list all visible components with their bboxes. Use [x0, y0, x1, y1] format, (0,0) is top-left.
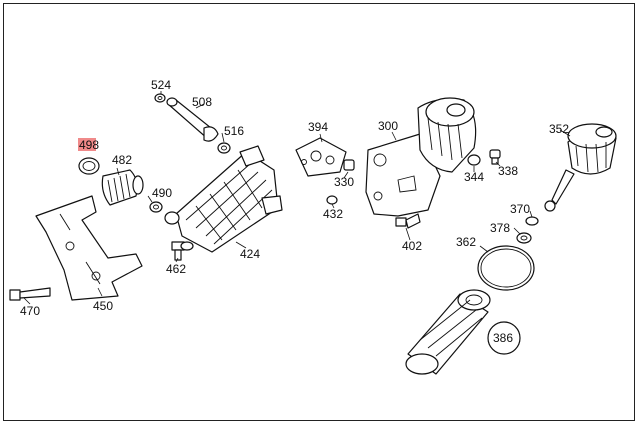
part-344-plug[interactable] — [467, 154, 481, 166]
part-490-washer[interactable] — [149, 201, 163, 213]
label-394: 394 — [308, 120, 328, 134]
part-498-oring[interactable] — [78, 157, 100, 175]
part-470-bolt[interactable] — [9, 287, 51, 301]
label-508: 508 — [192, 95, 212, 109]
part-516-ring[interactable] — [217, 142, 231, 154]
label-402: 402 — [402, 239, 422, 253]
label-470: 470 — [20, 304, 40, 318]
label-370: 370 — [510, 202, 530, 216]
part-432-plug[interactable] — [326, 195, 338, 205]
part-378-ring[interactable] — [516, 232, 532, 244]
part-352-filter-cap[interactable] — [544, 123, 617, 212]
label-524: 524 — [151, 78, 171, 92]
part-362-oring[interactable] — [477, 245, 535, 291]
label-498: 498 — [79, 138, 99, 152]
part-524-ring[interactable] — [154, 93, 166, 103]
label-362: 362 — [456, 235, 476, 249]
part-300-filter-housing[interactable] — [365, 97, 477, 217]
part-402-sensor[interactable] — [395, 213, 421, 229]
label-490: 490 — [152, 186, 172, 200]
part-424-oil-cooler[interactable] — [164, 145, 283, 253]
label-378: 378 — [490, 221, 510, 235]
label-338: 338 — [498, 164, 518, 178]
part-330-sleeve[interactable] — [343, 159, 355, 171]
label-482: 482 — [112, 153, 132, 167]
label-498-highlight — [78, 138, 96, 151]
part-370-ring[interactable] — [525, 216, 539, 226]
part-338-screw[interactable] — [489, 149, 501, 165]
label-432: 432 — [323, 207, 343, 221]
label-344: 344 — [464, 170, 484, 184]
part-386-filter-element[interactable] — [405, 289, 491, 375]
label-450: 450 — [93, 299, 113, 313]
label-330: 330 — [334, 175, 354, 189]
part-450-bracket[interactable] — [35, 195, 143, 301]
diagram-frame — [3, 3, 635, 421]
label-386: 386 — [493, 331, 513, 345]
label-516: 516 — [224, 124, 244, 138]
label-424: 424 — [240, 247, 260, 261]
label-352: 352 — [549, 122, 569, 136]
label-300: 300 — [378, 119, 398, 133]
part-394-gasket[interactable] — [295, 137, 347, 177]
part-462-bolt[interactable] — [171, 241, 194, 261]
part-482-strainer[interactable] — [101, 169, 144, 206]
part-508-pipe[interactable] — [166, 97, 219, 142]
label-462: 462 — [166, 262, 186, 276]
